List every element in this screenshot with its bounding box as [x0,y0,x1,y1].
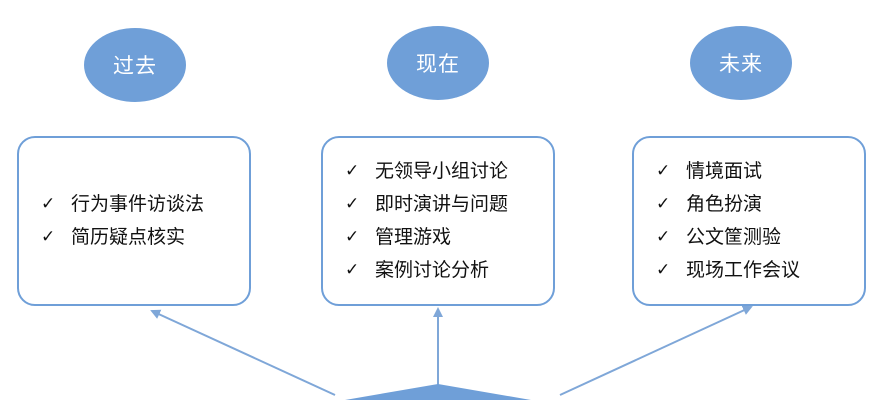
heading-future-label: 未来 [719,52,763,76]
list-item: ✓ 角色扮演 [656,188,864,221]
heading-past: 过去 [84,28,186,102]
list-item: ✓ 现场工作会议 [656,254,864,287]
heading-present-label: 现在 [416,52,460,76]
list-item-label: 公文筐测验 [686,226,782,248]
list-item-label: 行为事件访谈法 [71,193,205,215]
list-item-label: 情境面试 [686,160,763,182]
list-past: ✓ 行为事件访谈法 ✓ 简历疑点核实 [41,188,249,254]
check-icon: ✓ [41,194,56,214]
check-icon: ✓ [656,161,671,181]
arrow-to-future [559,305,753,396]
list-item-label: 案例讨论分析 [375,259,490,281]
list-item-label: 管理游戏 [375,226,452,248]
list-item-label: 角色扮演 [686,193,763,215]
list-item: ✓ 情境面试 [656,155,864,188]
list-present: ✓ 无领导小组讨论 ✓ 即时演讲与问题 ✓ 管理游戏 ✓ 案例讨论分析 [345,155,553,287]
box-past: ✓ 行为事件访谈法 ✓ 简历疑点核实 [17,136,251,306]
check-icon: ✓ [345,161,360,181]
list-item-label: 简历疑点核实 [71,226,186,248]
heading-past-label: 过去 [113,54,157,78]
list-item-label: 现场工作会议 [686,259,801,281]
list-item: ✓ 行为事件访谈法 [41,188,249,221]
list-item: ✓ 管理游戏 [345,221,553,254]
box-future: ✓ 情境面试 ✓ 角色扮演 ✓ 公文筐测验 ✓ 现场工作会议 [632,136,866,306]
check-icon: ✓ [345,227,360,247]
list-item-label: 即时演讲与问题 [375,193,509,215]
list-item-label: 无领导小组讨论 [375,160,509,182]
heading-future: 未来 [690,26,792,100]
heading-present: 现在 [387,26,489,100]
arrow-to-past [150,309,336,396]
list-item: ✓ 无领导小组讨论 [345,155,553,188]
base-triangle [345,384,531,400]
check-icon: ✓ [656,260,671,280]
list-item: ✓ 公文筐测验 [656,221,864,254]
list-item: ✓ 简历疑点核实 [41,221,249,254]
list-future: ✓ 情境面试 ✓ 角色扮演 ✓ 公文筐测验 ✓ 现场工作会议 [656,155,864,287]
list-item: ✓ 案例讨论分析 [345,254,553,287]
check-icon: ✓ [656,194,671,214]
check-icon: ✓ [41,227,56,247]
check-icon: ✓ [345,194,360,214]
check-icon: ✓ [656,227,671,247]
box-present: ✓ 无领导小组讨论 ✓ 即时演讲与问题 ✓ 管理游戏 ✓ 案例讨论分析 [321,136,555,306]
check-icon: ✓ [345,260,360,280]
list-item: ✓ 即时演讲与问题 [345,188,553,221]
